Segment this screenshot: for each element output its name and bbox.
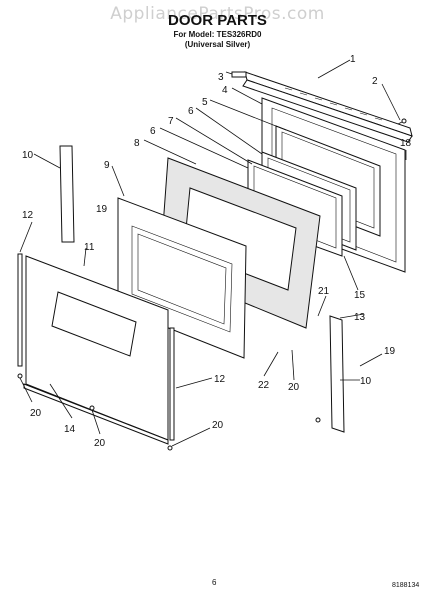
callout-7: 7 [168,116,174,127]
leader-lines [19,59,407,447]
callout-3: 3 [218,72,224,83]
page-number: 6 [212,578,217,587]
callout-19a: 19 [96,204,108,215]
part-11-outer-panel [25,255,169,441]
callout-1: 1 [350,54,356,65]
callout-14: 14 [64,424,76,435]
callout-20c: 20 [212,420,224,431]
callout-15: 15 [354,290,366,301]
callout-21: 21 [318,286,330,297]
callout-12a: 12 [22,210,34,221]
callout-10a: 10 [22,150,34,161]
callout-4: 4 [222,85,228,96]
callout-20b: 20 [94,438,106,449]
part-12-side-trim-right [169,327,175,441]
callout-10b: 10 [360,376,372,387]
callout-19b: 19 [384,346,396,357]
part-10-hinge-left [59,145,75,243]
color-line: (Universal Silver) [184,40,251,49]
watermark: AppliancePartsPros.com [110,4,325,24]
part-2-screw [397,118,407,125]
callout-13: 13 [354,312,366,323]
part-12-side-trim-left [17,253,23,367]
callout-2: 2 [372,76,378,87]
part-3-trim-end [231,71,247,78]
part-1-vent-trim [242,71,413,143]
page-title: DOOR PARTS [168,12,267,29]
callout-18: 18 [400,138,412,149]
callout-20a: 20 [30,408,42,419]
model-line: For Model: TES326RD0 [173,30,262,39]
callout-11: 11 [84,242,95,253]
callout-6b: 6 [150,126,156,137]
part-10-hinge-right [329,315,345,433]
callout-6a: 6 [188,106,194,117]
document-id: 8188134 [392,582,420,589]
callout-22: 22 [258,380,270,391]
callout-9: 9 [104,160,110,171]
callout-20d: 20 [288,382,300,393]
callout-12b: 12 [214,374,226,385]
callout-5: 5 [202,97,208,108]
callout-8: 8 [134,138,140,149]
